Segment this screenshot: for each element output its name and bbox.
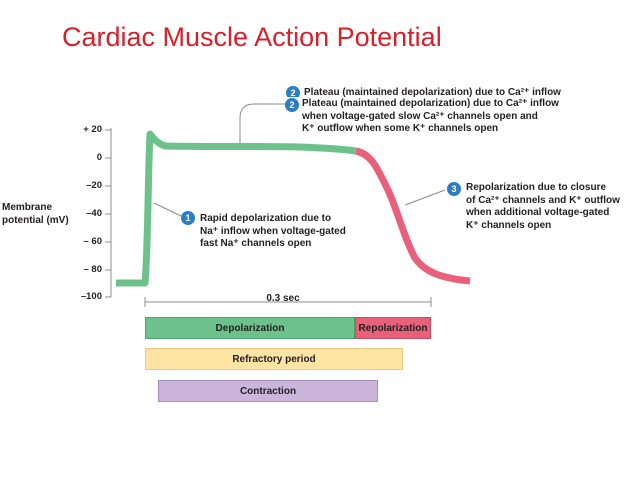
y-tick-label: – 60: [83, 236, 103, 247]
step-1-badge: 1: [181, 211, 195, 225]
contraction-bar: Contraction: [158, 380, 378, 402]
y-axis-title-line1: Membrane: [2, 202, 53, 213]
y-tick-label: –100: [80, 291, 102, 302]
depolarization-bar: Depolarization: [145, 317, 355, 339]
plateau-callout-line: Plateau (maintained depolarization) due …: [302, 98, 559, 109]
step-2-badge: 2: [286, 86, 300, 97]
repolarization-callout: Repolarization due to closure of Ca²⁺ ch…: [466, 182, 620, 232]
y-tick-label: + 20: [83, 124, 102, 135]
plateau-callout-clipped: 2 Plateau (maintained depolarization) due…: [286, 86, 561, 97]
plateau-callout-line: K⁺ outflow when some K⁺ channels open: [302, 123, 499, 134]
depolarization-callout-line: Rapid depolarization due to: [200, 213, 332, 224]
plateau-callout-line: when voltage-gated slow Ca²⁺ channels op…: [302, 110, 538, 122]
duration-label: 0.3 sec: [266, 293, 300, 304]
step-3-badge: 3: [447, 182, 461, 196]
depolarization-callout-line: fast Na⁺ channels open: [200, 238, 312, 249]
refractory-period-bar: Refractory period: [145, 348, 403, 370]
repolarization-callout-line: K⁺ channels open: [466, 219, 552, 231]
y-axis-title-line2: potential (mV): [2, 215, 69, 226]
repolarization-callout-line: Repolarization due to closure: [466, 182, 607, 193]
depolarization-plateau-curve: [116, 130, 357, 287]
y-tick-label: 0: [96, 152, 102, 163]
depolarization-callout-line: Na⁺ inflow when voltage-gated: [200, 225, 346, 237]
y-tick-label: – 80: [83, 264, 103, 275]
plateau-leader-line: [239, 103, 287, 143]
depolarization-leader-line: [153, 202, 182, 217]
repolarization-callout-line: of Ca²⁺ channels and K⁺ outflow: [466, 194, 620, 206]
y-tick-label: –20: [86, 180, 102, 191]
repolarization-leader-line: [404, 189, 446, 206]
repolarization-bar: Repolarization: [355, 317, 431, 339]
page-title: Cardiac Muscle Action Potential: [62, 22, 442, 52]
repolarization-callout-line: when additional voltage-gated: [466, 207, 610, 218]
y-tick-label: –40: [86, 208, 102, 219]
plateau-callout-clipped-text: Plateau (maintained depolarization) due …: [304, 87, 561, 97]
plateau-callout: Plateau (maintained depolarization) due …: [302, 98, 559, 136]
step-2-badge: 2: [285, 98, 299, 112]
y-axis-title: Membrane potential (mV): [2, 201, 69, 227]
depolarization-callout: Rapid depolarization due to Na⁺ inflow w…: [200, 213, 346, 251]
repolarization-curve: [355, 147, 471, 285]
